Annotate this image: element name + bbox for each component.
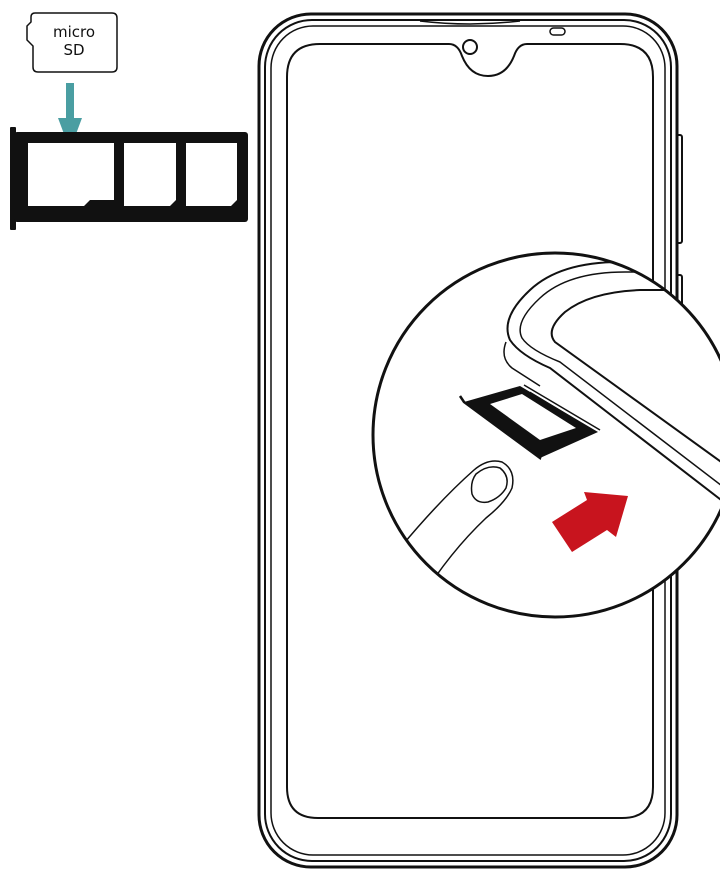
zoom-phone-edge-outer (506, 261, 720, 531)
sim-tray (10, 127, 248, 230)
sd-card-label-line2: SD (63, 41, 84, 59)
micro-sd-card-icon: micro SD (26, 12, 118, 73)
zoom-circle-border (371, 251, 720, 619)
earpiece (419, 20, 521, 25)
push-direction-arrow-icon (552, 492, 628, 552)
proximity-sensor (549, 27, 566, 36)
zoom-sim-tray-handle (458, 395, 544, 461)
sd-card-body (26, 12, 118, 73)
zoom-phone-screen-edge (550, 289, 720, 491)
fingernail (470, 466, 508, 504)
front-camera (462, 39, 478, 55)
sd-card-label-line1: micro (53, 23, 95, 41)
insert-arrow-shaft (66, 83, 74, 123)
sim-slot-1 (124, 143, 176, 206)
micro-sd-slot (28, 143, 114, 206)
zoom-tray-slot (523, 384, 601, 431)
zoom-detail-circle (371, 251, 720, 619)
zoom-sim-tray-opening (490, 394, 576, 440)
sim-slot-2 (186, 143, 237, 206)
zoom-phone-edge-mid (519, 271, 720, 516)
zoom-phone-side (503, 341, 541, 387)
